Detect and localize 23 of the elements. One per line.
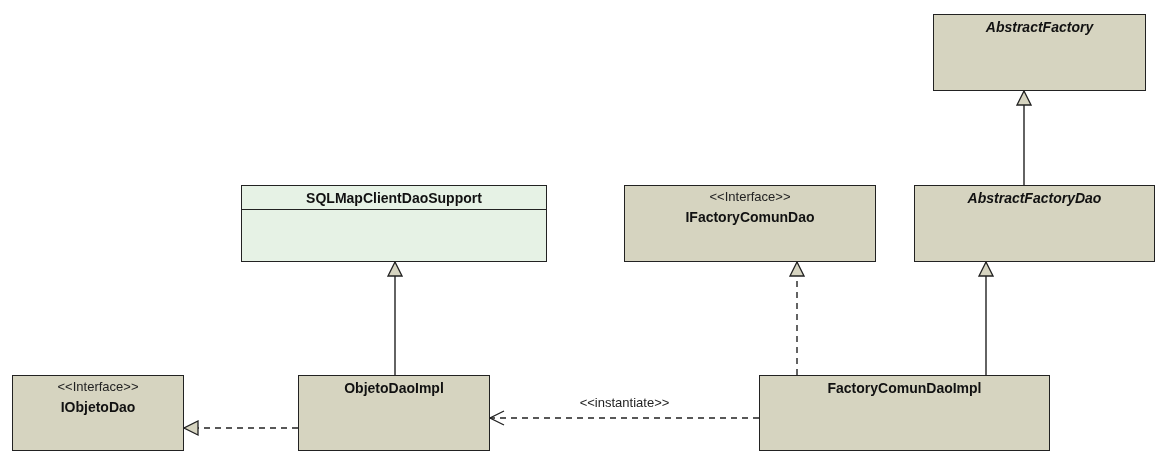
generalization-arrow bbox=[1016, 90, 1032, 186]
edge-label: <<instantiate>> bbox=[577, 395, 672, 410]
realization-arrow bbox=[789, 261, 805, 376]
stereotype-label: <<Interface>> bbox=[709, 188, 791, 204]
class-name: AbstractFactoryDao bbox=[966, 189, 1103, 208]
class-box bbox=[933, 14, 1146, 91]
class-name: SQLMapClientDaoSupport bbox=[242, 186, 546, 210]
class-box bbox=[914, 185, 1155, 262]
dependency-arrow bbox=[489, 410, 760, 426]
class-box bbox=[298, 375, 490, 451]
class-name: FactoryComunDaoImpl bbox=[826, 379, 983, 398]
class-box bbox=[624, 185, 876, 262]
class-name: IFactoryComunDao bbox=[685, 208, 815, 225]
class-name: AbstractFactory bbox=[984, 18, 1095, 37]
realization-arrow bbox=[183, 420, 299, 436]
class-box bbox=[759, 375, 1050, 451]
class-name: IObjetoDao bbox=[60, 398, 136, 415]
class-box bbox=[12, 375, 184, 451]
class-name: ObjetoDaoImpl bbox=[343, 379, 445, 398]
class-box bbox=[241, 185, 547, 262]
generalization-arrow bbox=[978, 261, 994, 376]
stereotype-label: <<Interface>> bbox=[57, 378, 139, 394]
generalization-arrow bbox=[387, 261, 403, 376]
